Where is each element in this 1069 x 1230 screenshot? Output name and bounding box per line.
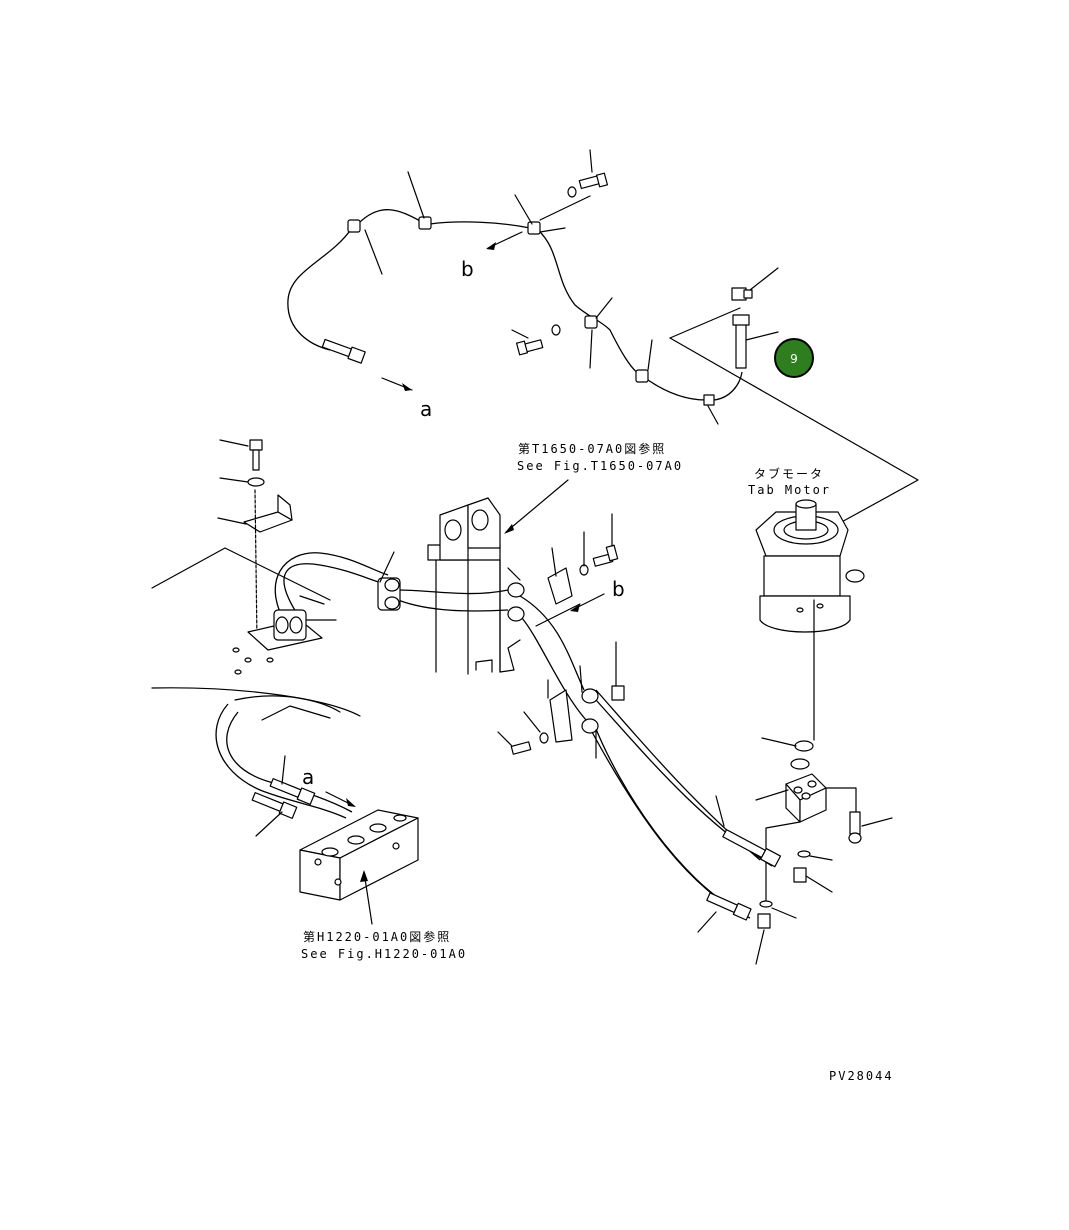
ref-t1650-jp: 第T1650-07A0図参照 <box>518 441 666 456</box>
label-b-mid: b <box>612 577 625 601</box>
drawing-number: PV28044 <box>829 1069 894 1083</box>
ref-h1220-jp: 第H1220-01A0図参照 <box>303 929 451 944</box>
port-fitting-2 <box>507 606 525 622</box>
label-a-top: a <box>420 397 432 421</box>
hose-end-fitting-a <box>321 338 366 364</box>
part-number-badge[interactable]: 9 <box>774 338 814 378</box>
bolt-top-right <box>567 172 609 198</box>
upright-column <box>427 497 521 675</box>
tab-motor <box>755 499 865 741</box>
part-number-badge-label: 9 <box>790 352 798 366</box>
clamp-1 <box>347 219 361 233</box>
frame-outline <box>151 547 361 721</box>
port-fitting-4 <box>581 718 599 734</box>
elbow-fitting <box>731 287 753 301</box>
clamp-3 <box>527 221 541 235</box>
port-fitting-3 <box>581 688 599 704</box>
plug-2 <box>757 913 771 929</box>
clamp-2 <box>418 216 432 230</box>
valve-block <box>251 755 419 925</box>
label-b-top: b <box>461 257 474 281</box>
ref-t1650-en: See Fig.T1650-07A0 <box>517 459 683 473</box>
clamp-4 <box>584 315 598 329</box>
connector-block <box>703 394 715 406</box>
clamp-5 <box>635 369 649 383</box>
tab-motor-jp: タブモータ <box>754 466 824 481</box>
bolt-mid-left <box>515 324 561 356</box>
lifting-eye <box>845 569 865 583</box>
motor-port-block <box>697 737 893 965</box>
left-bracket-assembly <box>217 439 323 675</box>
ref-h1220-en: See Fig.H1220-01A0 <box>301 947 467 961</box>
label-a-mid: a <box>302 765 314 789</box>
pipe-fitting-head <box>732 314 750 326</box>
tab-motor-en: Tab Motor <box>748 483 831 497</box>
upper-hose-assembly <box>287 149 919 525</box>
clamp-bolts-middle <box>299 479 625 759</box>
plug-1 <box>793 867 807 883</box>
port-fitting-1 <box>507 582 525 598</box>
